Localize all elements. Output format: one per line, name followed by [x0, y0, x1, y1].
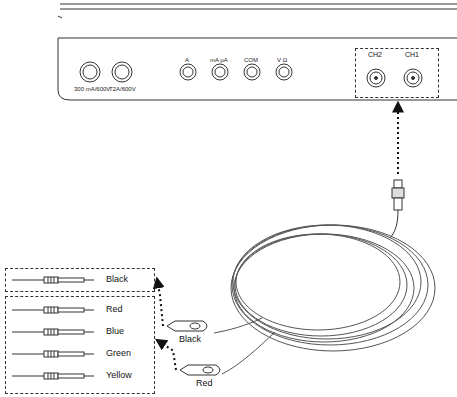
probe-body	[44, 329, 58, 335]
panel-marking: COM	[244, 57, 258, 64]
bnc-socket	[412, 77, 415, 80]
bnc-socket	[404, 69, 422, 87]
fuse-holder	[83, 65, 97, 79]
probe-lead	[84, 354, 94, 355]
dotted-arrow	[157, 279, 163, 326]
probe-handle	[58, 308, 84, 312]
cable	[390, 210, 398, 238]
cable-loop	[231, 225, 435, 351]
probe-tip	[12, 280, 44, 281]
probe-handle	[58, 330, 84, 334]
probe-grip	[48, 329, 49, 335]
dashed-group-box: Black	[5, 268, 155, 292]
cable-coil	[231, 225, 435, 351]
probe-body	[44, 351, 58, 357]
input-jack	[212, 64, 228, 80]
input-jack	[215, 67, 225, 77]
probe-lead	[84, 310, 94, 311]
probe-grip	[54, 307, 55, 313]
probe-grip	[51, 329, 52, 335]
probe-handle	[58, 278, 84, 282]
probe-tip	[12, 354, 44, 355]
probe-drawings	[12, 277, 94, 379]
probe-grip	[51, 307, 52, 313]
panel-marking: 300 mA/600V	[74, 86, 110, 93]
bnc-plug	[394, 180, 402, 188]
probe-tip	[12, 310, 44, 311]
probe-grip	[48, 373, 49, 379]
bnc-plug	[392, 188, 404, 198]
panel-marking: V Ω	[277, 57, 287, 64]
probe-color-label: Blue	[106, 327, 124, 337]
dashed-group-box: CH2 CH1	[355, 48, 439, 98]
input-jack	[279, 67, 289, 77]
fuse-holder	[115, 65, 129, 79]
panel-edge	[60, 4, 457, 5]
dotted-arrow	[157, 340, 176, 370]
probe-color-label: CH1	[405, 51, 419, 59]
clip-label: Red	[196, 379, 213, 389]
input-jack	[276, 64, 292, 80]
input-jack	[244, 64, 260, 80]
probe-grip	[54, 329, 55, 335]
fuse-holder	[112, 62, 132, 82]
probe-handle	[58, 352, 84, 356]
probe-body	[44, 307, 58, 313]
panel-marking: T2A/600V	[109, 86, 136, 93]
probe-grip	[48, 307, 49, 313]
probe-lead	[84, 332, 94, 333]
bnc-socket	[367, 69, 385, 87]
input-jack	[180, 64, 196, 80]
input-jack	[183, 67, 193, 77]
alligator-clip	[165, 318, 213, 334]
probe-grip	[51, 277, 52, 283]
dashed-group-box: RedBlueGreenYellow	[5, 296, 155, 394]
bnc-socket	[407, 72, 419, 84]
probe-tip	[12, 332, 44, 333]
probe-grip	[54, 277, 55, 283]
panel-marking: A	[185, 57, 189, 64]
cable	[222, 332, 275, 374]
cable	[214, 318, 262, 333]
bnc-socket	[375, 77, 378, 80]
probe-lead	[84, 280, 94, 281]
probe-grip	[51, 373, 52, 379]
probe-grip	[51, 351, 52, 357]
probe-body	[44, 373, 58, 379]
clip-tag: Red	[178, 362, 226, 392]
clip-tag: Black	[165, 318, 213, 348]
probe-color-label: Black	[106, 275, 128, 285]
probe-color-label: Yellow	[106, 371, 132, 381]
alligator-clip	[178, 362, 226, 378]
probe-tip	[12, 376, 44, 377]
bnc-plug	[394, 198, 402, 210]
panel-outline	[58, 38, 457, 100]
probe-body	[44, 277, 58, 283]
probe-grip	[54, 351, 55, 357]
panel-marking: mA µA	[210, 57, 228, 64]
probe-color-label: Green	[106, 349, 131, 359]
probe-grip	[48, 277, 49, 283]
probe-lead	[84, 376, 94, 377]
bnc-socket	[370, 72, 382, 84]
probe-color-label: Red	[106, 305, 123, 315]
insert-arrow	[397, 103, 399, 174]
probe-grip	[48, 351, 49, 357]
input-jack	[247, 67, 257, 77]
probe-color-label: CH2	[368, 51, 382, 59]
panel-mark	[58, 16, 62, 18]
clip-label: Black	[179, 335, 201, 345]
panel-edge	[60, 9, 457, 10]
probe-handle	[58, 374, 84, 378]
probe-grip	[54, 373, 55, 379]
fuse-holder	[80, 62, 100, 82]
